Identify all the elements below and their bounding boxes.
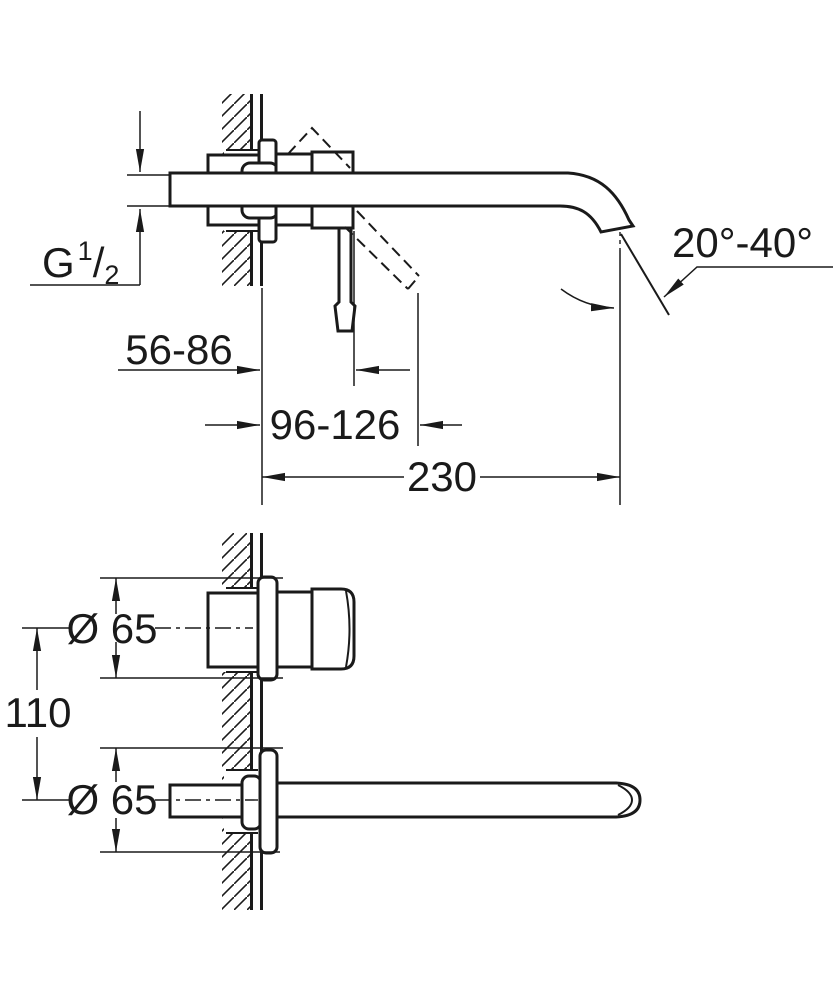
spout-plan [168, 748, 642, 855]
spout-tip-cap-arc [617, 784, 634, 816]
dim-center-distance: 110 [5, 628, 72, 800]
dim-handle-diameter: Ø 65 [66, 578, 158, 678]
lever-forward-position-dashed [344, 210, 420, 290]
handle-base-cylinder [275, 590, 314, 669]
spout-escutcheon [258, 748, 279, 855]
lever-reach-label: 96-126 [270, 401, 401, 448]
dim-depth: 56-86 [118, 326, 410, 375]
angle-leader-line [663, 266, 833, 298]
handle-diameter-label: Ø 65 [66, 605, 157, 652]
handle-concealed-body [206, 591, 262, 669]
handle-plan [206, 575, 356, 682]
spout-tube-plan [275, 781, 642, 819]
spout-housing [240, 774, 263, 831]
handle-grip-face-arc [345, 590, 351, 668]
spout-angle-label: 20°-40° [672, 219, 813, 266]
dim-lever-reach: 96-126 [205, 401, 462, 448]
spout-supply-stub [168, 783, 247, 819]
dim-spout-diameter: Ø 65 [66, 748, 158, 852]
angle-swing-arrow [560, 288, 615, 312]
plan-view: Ø 65 Ø 65 110 [5, 533, 642, 910]
spout-reach-label: 230 [407, 453, 477, 500]
dim-spout-reach: 230 [262, 453, 620, 500]
spout-diameter-label: Ø 65 [66, 776, 157, 823]
spout-tube [168, 171, 636, 234]
center-distance-label: 110 [5, 689, 72, 736]
handle-grip [310, 587, 356, 671]
depth-label: 56-86 [125, 326, 232, 373]
lever-up-position-dashed [287, 126, 351, 169]
handle-escutcheon [256, 575, 279, 682]
angle-reference-line [620, 233, 670, 316]
lever [333, 226, 357, 333]
